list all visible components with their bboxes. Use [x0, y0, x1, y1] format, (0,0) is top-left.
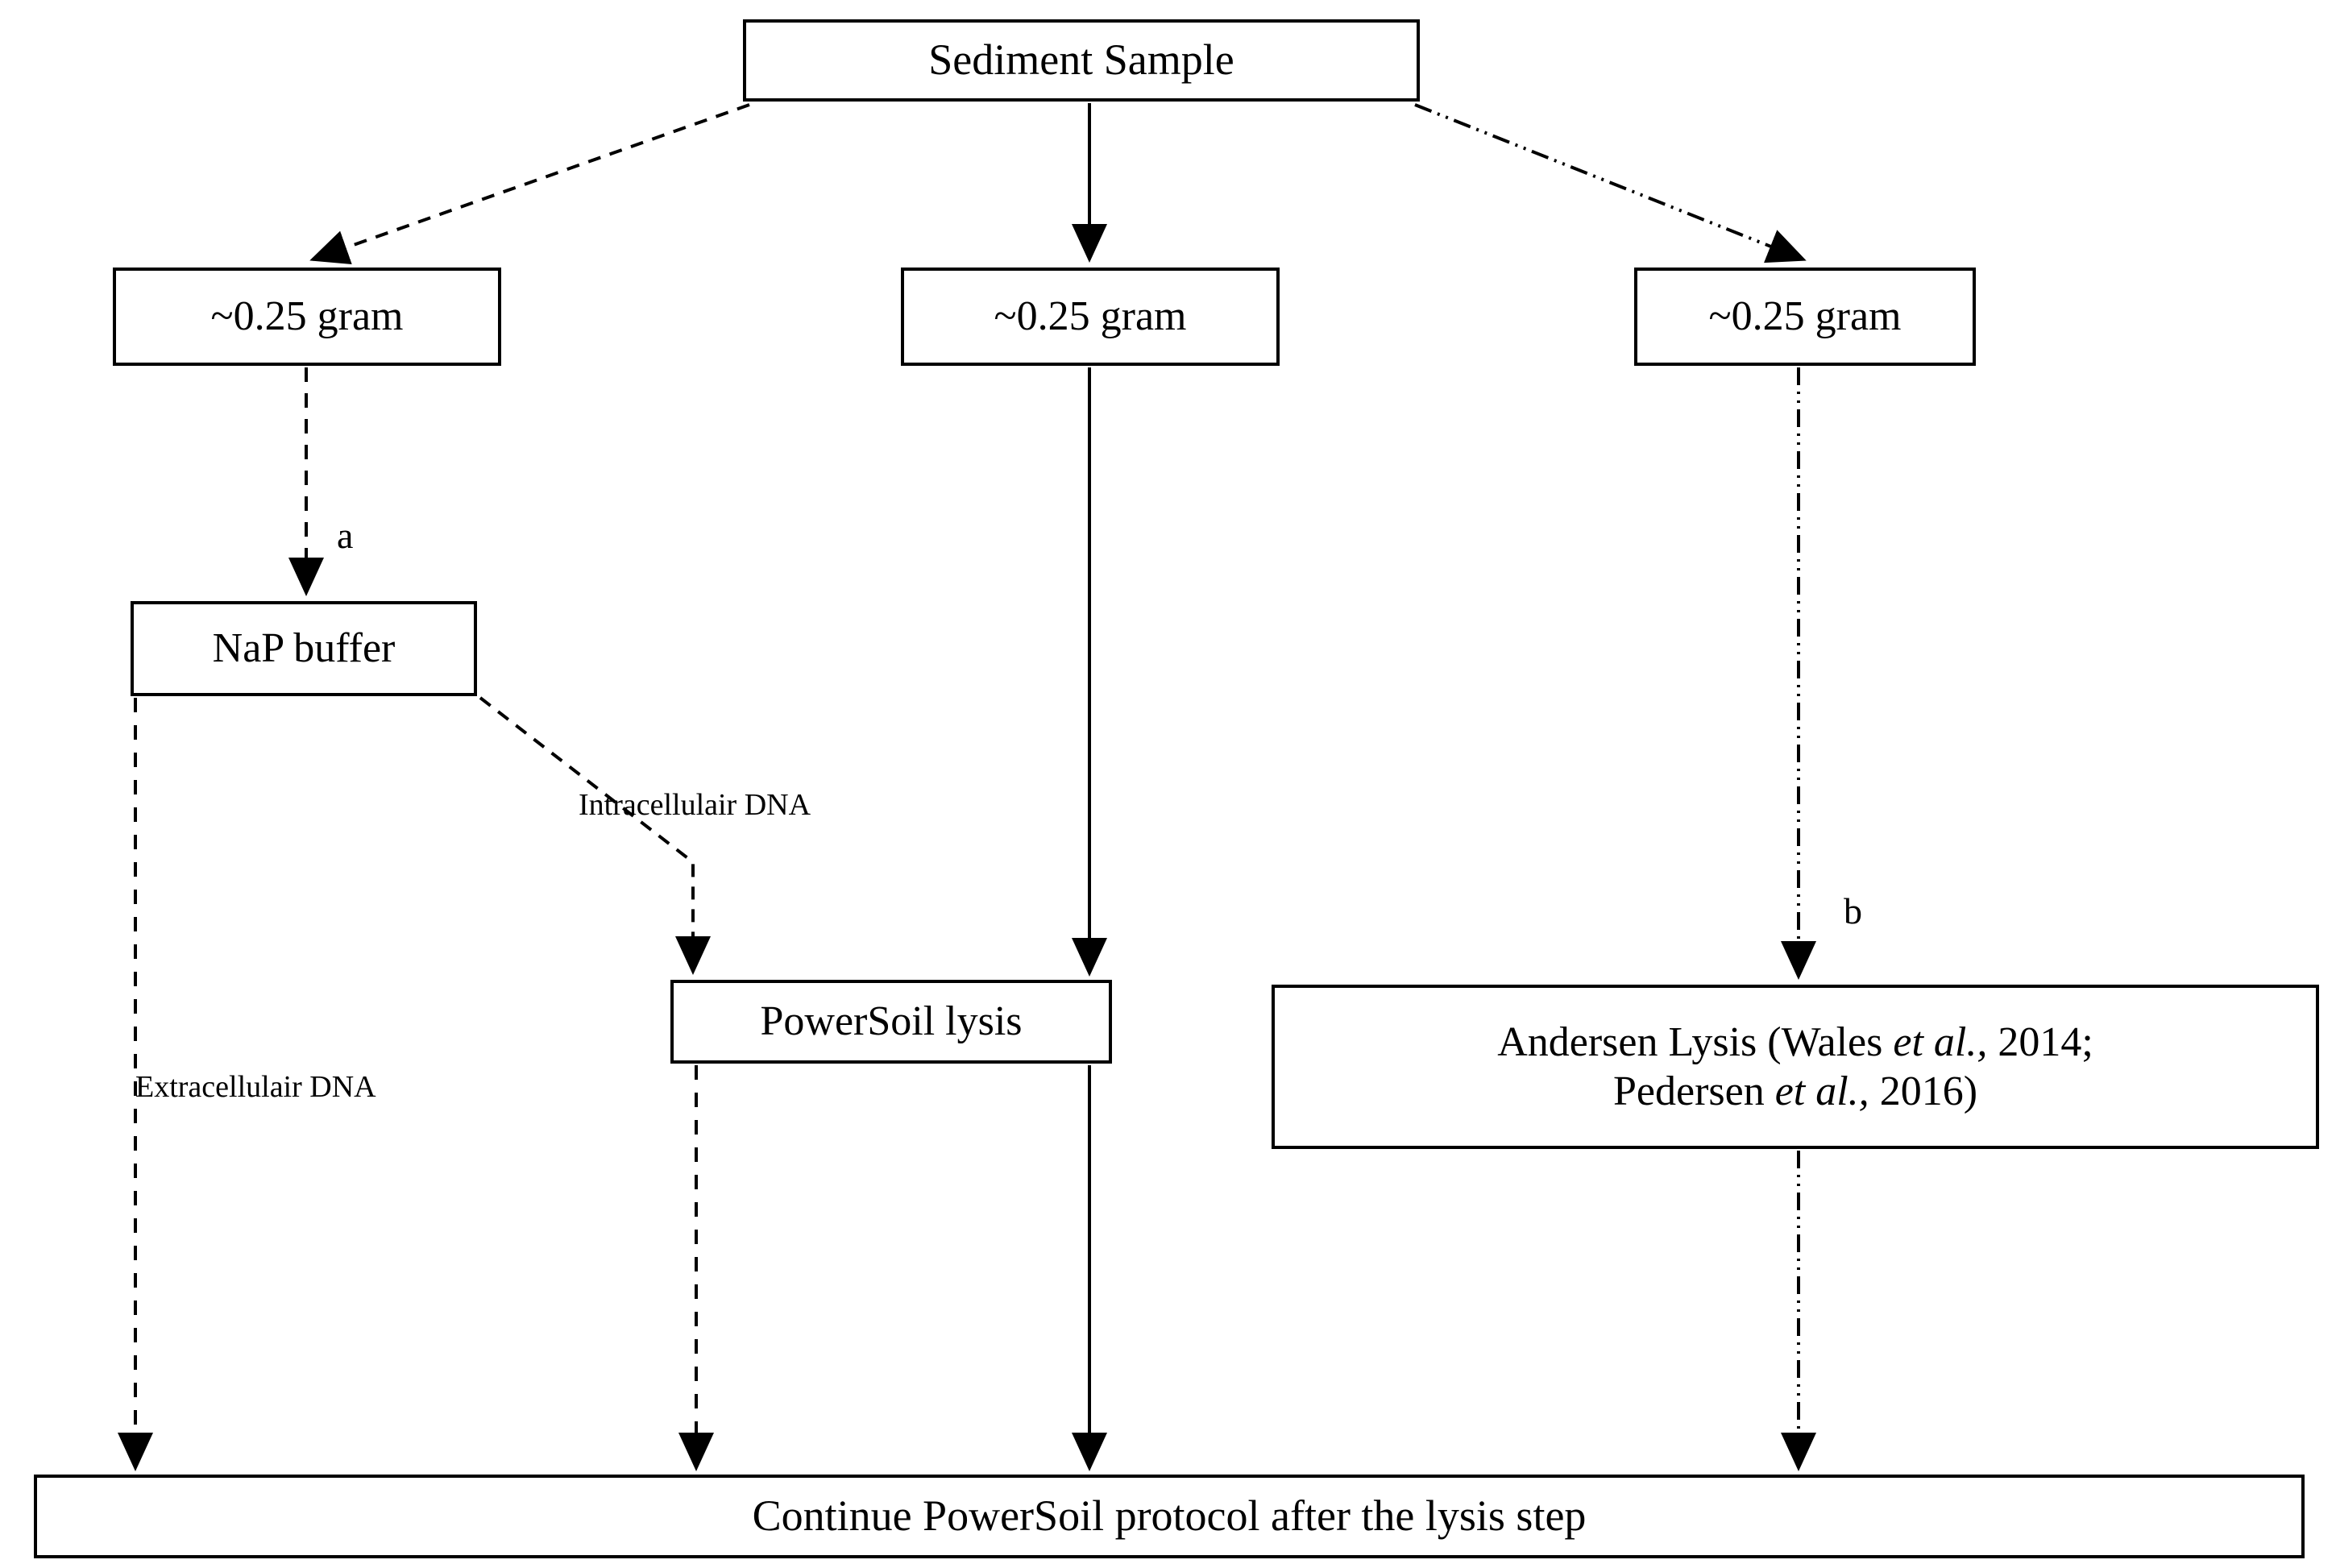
node-gram-right-label: ~0.25 gram	[1708, 293, 1902, 340]
node-nap-buffer[interactable]: NaP buffer	[131, 601, 477, 696]
andersen-line1-pre: Andersen Lysis (Wales	[1497, 1018, 1894, 1065]
node-powersoil-lysis[interactable]: PowerSoil lysis	[670, 980, 1112, 1064]
edge-sediment-to-gram-left	[309, 103, 750, 265]
node-sediment-sample-label: Sediment Sample	[928, 35, 1234, 85]
node-nap-buffer-label: NaP buffer	[212, 625, 396, 672]
node-continue-powersoil-protocol[interactable]: Continue PowerSoil protocol after the ly…	[34, 1475, 2305, 1558]
edge-label-branch-b: b	[1844, 890, 1862, 931]
andersen-line1-post: 2014;	[1987, 1018, 2093, 1065]
edge-nap-buffer-to-powersoil	[479, 696, 711, 975]
andersen-line2-pre: Pedersen	[1612, 1068, 1775, 1114]
andersen-line2-italic: et al.,	[1774, 1068, 1869, 1114]
node-gram-middle[interactable]: ~0.25 gram	[901, 268, 1280, 366]
node-gram-left-label: ~0.25 gram	[210, 293, 404, 340]
edge-label-intracellular-dna: Intracellulair DNA	[579, 788, 811, 822]
edge-label-extracellular-dna: Extracellulair DNA	[135, 1070, 376, 1104]
node-andersen-lysis-line2: Pedersen et al., 2016)	[1613, 1067, 1977, 1116]
node-andersen-lysis-line1: Andersen Lysis (Wales et al., 2014;	[1497, 1018, 2093, 1067]
edge-label-branch-a: a	[337, 515, 354, 556]
node-continue-label: Continue PowerSoil protocol after the ly…	[752, 1491, 1587, 1541]
node-gram-middle-label: ~0.25 gram	[994, 293, 1187, 340]
node-gram-left[interactable]: ~0.25 gram	[113, 268, 501, 366]
andersen-line1-italic: et al.,	[1893, 1018, 1988, 1065]
andersen-line2-post: 2016)	[1869, 1068, 1978, 1114]
node-powersoil-lysis-label: PowerSoil lysis	[760, 998, 1023, 1045]
node-sediment-sample[interactable]: Sediment Sample	[743, 19, 1420, 102]
edge-sediment-to-gram-right	[1414, 103, 1807, 263]
node-gram-right[interactable]: ~0.25 gram	[1634, 268, 1976, 366]
node-andersen-lysis[interactable]: Andersen Lysis (Wales et al., 2014; Pede…	[1272, 985, 2319, 1149]
